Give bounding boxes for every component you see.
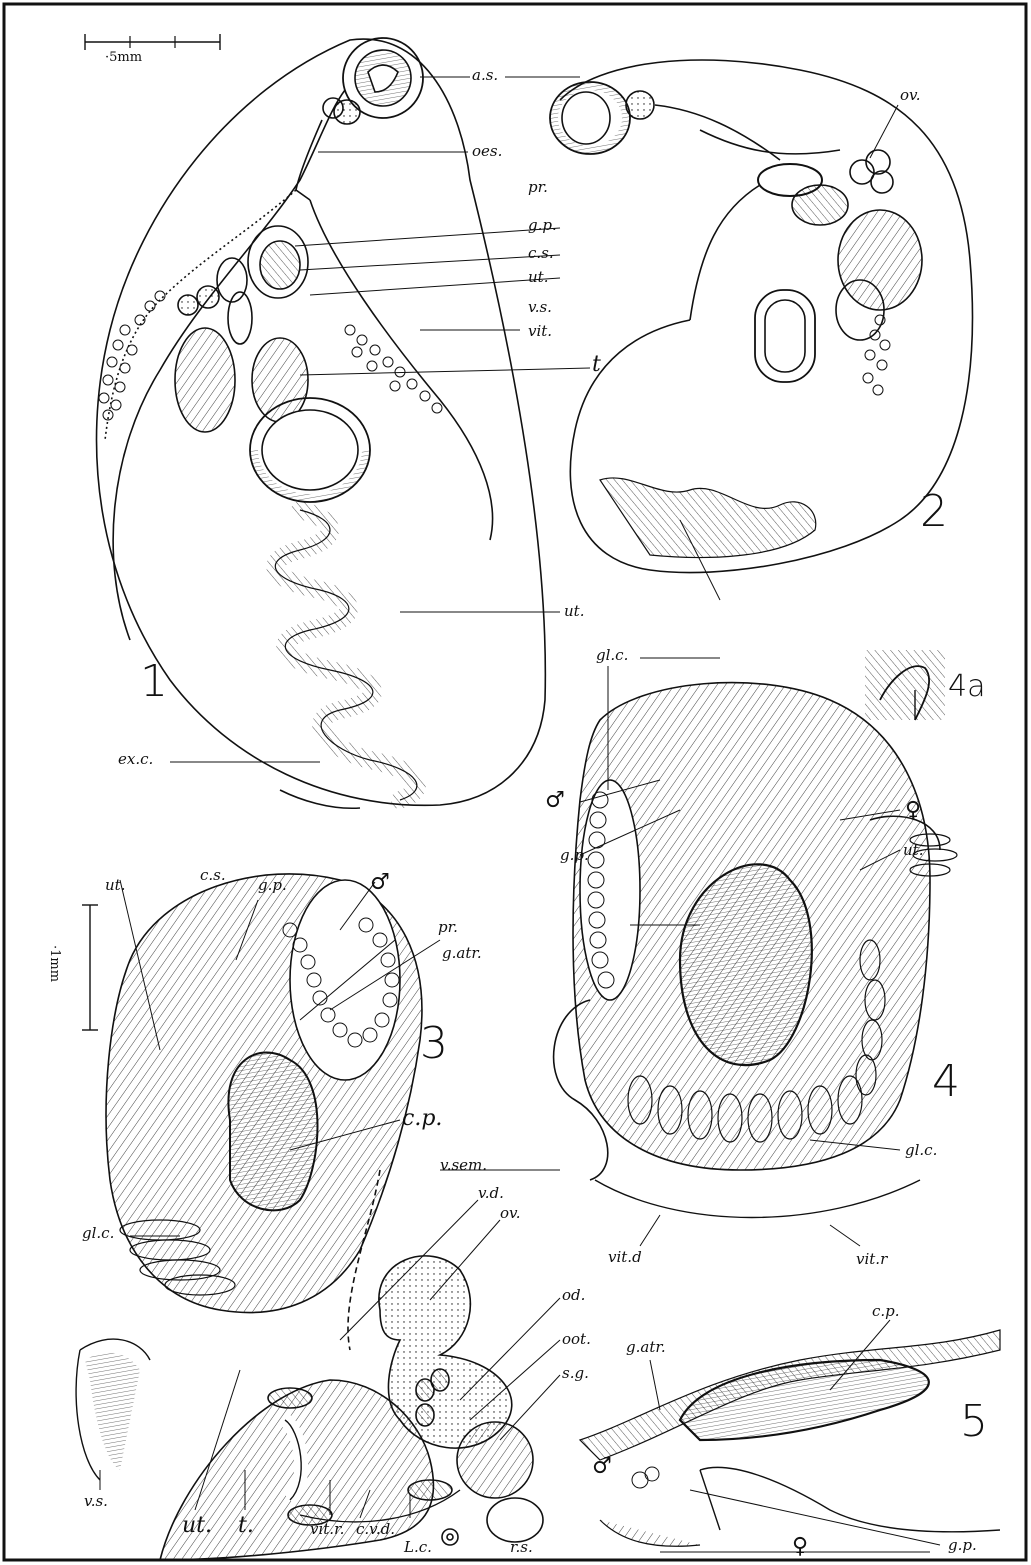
label-c-s: c.s.: [528, 246, 554, 261]
label-r-s: r.s.: [510, 1540, 533, 1555]
label-vit: vit.: [528, 324, 552, 339]
label-vit-r: vit.r: [856, 1252, 887, 1267]
label-male-fig5: ♂: [592, 1456, 612, 1478]
label-g-p-fig5: g.p.: [948, 1538, 977, 1553]
label-a-s: a.s.: [472, 68, 498, 83]
label-l-c: L.c.: [404, 1540, 432, 1555]
label-gl-c-fig4-top: gl.c.: [596, 648, 628, 663]
label-g-atr-fig3: g.atr.: [442, 946, 482, 961]
label-ut-fig6: ut.: [182, 1515, 212, 1537]
label-female-fig4: ♀: [905, 800, 921, 822]
label-ov-fig2: ov.: [900, 88, 921, 103]
label-g-p: g.p.: [528, 218, 557, 233]
label-ut-2: ut.: [564, 604, 584, 619]
label-g-p-fig3: g.p.: [258, 878, 287, 893]
label-c-v-d: c.v.d.: [356, 1522, 395, 1537]
figure-number-1: 1: [140, 660, 168, 704]
label-ov-fig6: ov.: [500, 1206, 521, 1221]
figure-4a: [865, 650, 945, 720]
label-v-sem: v.sem.: [440, 1158, 487, 1173]
scale-label-fig3: ·1mm: [47, 945, 62, 982]
label-gl-c-fig3: gl.c.: [82, 1226, 114, 1241]
label-ut-fig3: ut.: [105, 878, 125, 893]
label-ut-1: ut.: [528, 270, 548, 285]
label-oot: oot.: [562, 1332, 591, 1347]
label-female-fig5: ♀: [792, 1536, 808, 1558]
label-vit-d: vit.d: [608, 1250, 642, 1265]
label-t: t: [592, 354, 601, 376]
label-c-s-fig3: c.s.: [200, 868, 226, 883]
figure-4: [554, 658, 957, 1246]
figure-number-3: 3: [420, 1022, 448, 1066]
label-c-p-fig5: c.p.: [872, 1304, 900, 1319]
label-male-fig4: ♂: [545, 790, 565, 812]
label-pr: pr.: [528, 180, 548, 195]
figure-number-2: 2: [920, 490, 948, 534]
label-od: od.: [562, 1288, 585, 1303]
label-v-s-fig6: v.s.: [84, 1494, 108, 1509]
label-pr-fig3: pr.: [438, 920, 458, 935]
label-v-s: v.s.: [528, 300, 552, 315]
label-gl-c-fig4: gl.c.: [905, 1143, 937, 1158]
label-ut-fig4: ut.: [903, 843, 923, 858]
label-oes: oes.: [472, 144, 502, 159]
label-s-g: s.g.: [562, 1366, 589, 1381]
figure-number-4: 4: [932, 1060, 960, 1104]
label-g-p-fig4: g.p.: [560, 848, 589, 863]
label-vit-r-fig6: vit.r.: [310, 1522, 344, 1537]
label-g-atr-fig5: g.atr.: [626, 1340, 666, 1355]
scale-label-fig1: ·5mm: [105, 50, 142, 65]
label-male-fig3: ♂: [370, 872, 390, 894]
figure-number-4a: 4a: [948, 672, 985, 702]
figure-2: [505, 60, 972, 600]
figure-3: [82, 874, 560, 1350]
figure-number-5: 5: [960, 1400, 988, 1444]
label-ex-c: ex.c.: [118, 752, 153, 767]
label-t-fig6: t.: [238, 1515, 254, 1537]
label-v-d: v.d.: [478, 1186, 504, 1201]
label-c-p-fig3: c.p.: [402, 1108, 442, 1130]
